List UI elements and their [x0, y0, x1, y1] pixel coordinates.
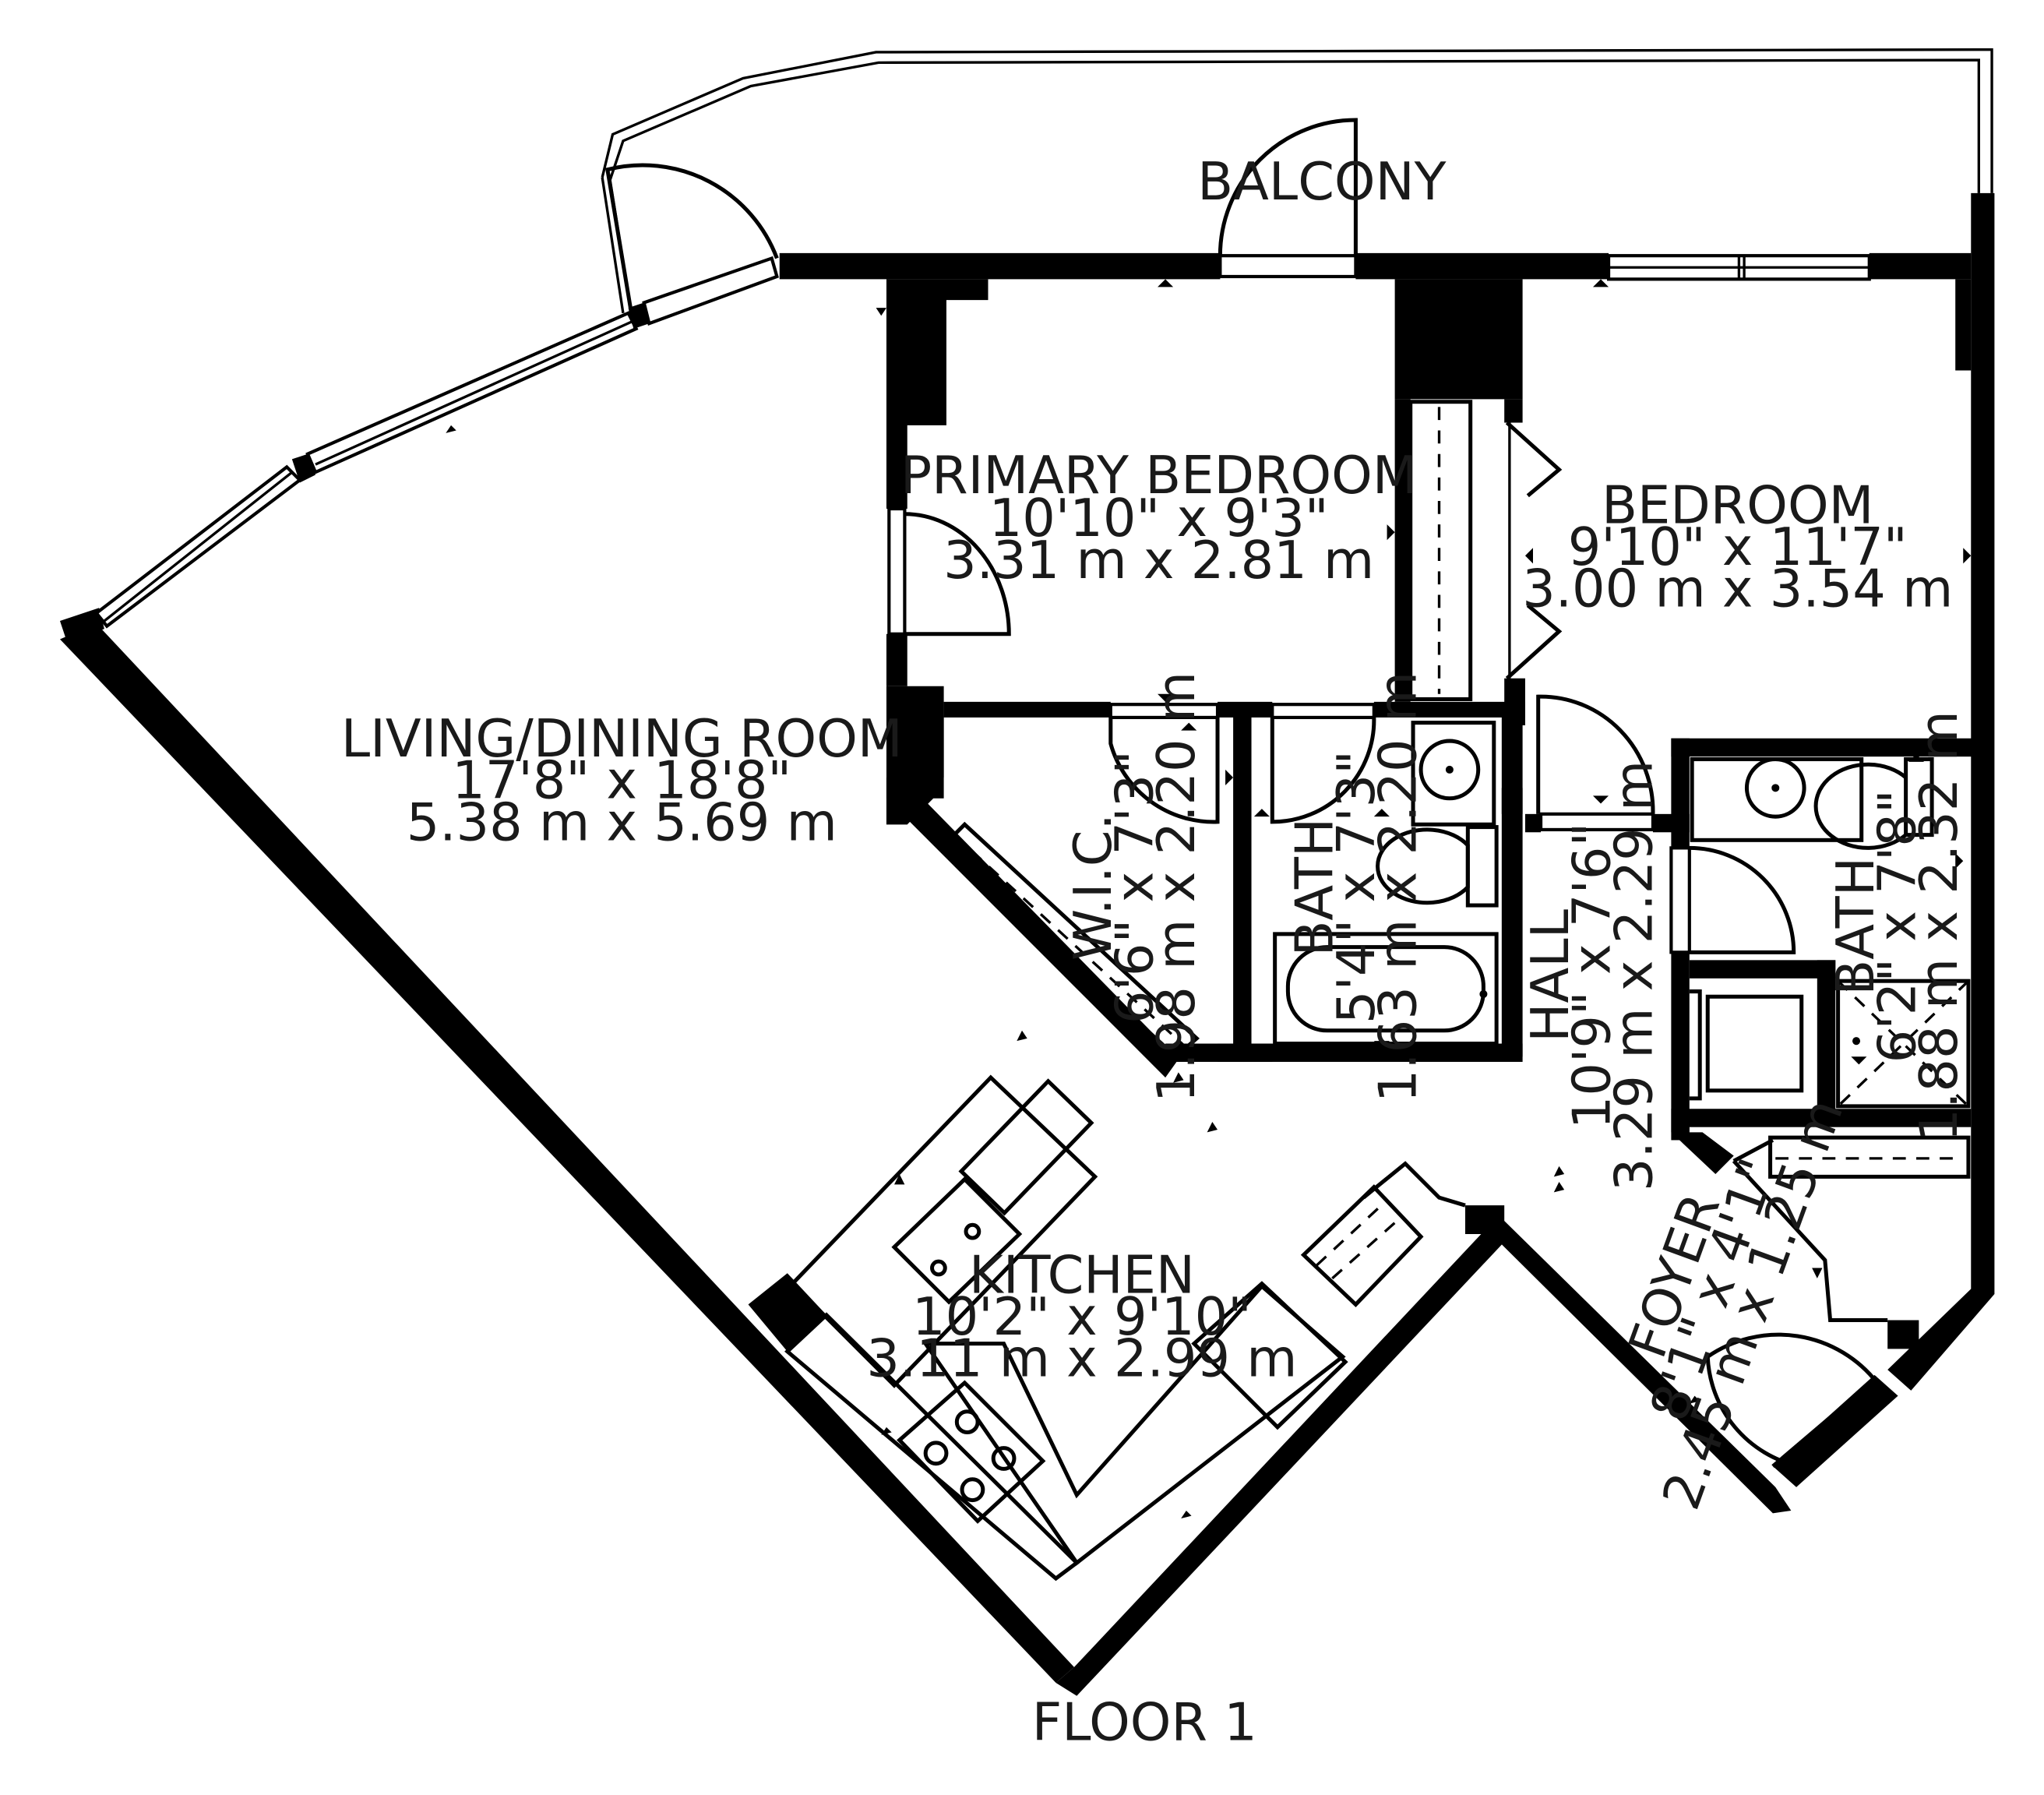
primary-bedroom-imperial: 10'10" x 9'3"	[989, 488, 1329, 548]
bath1-metric: 1.63 m x 2.20 m	[1367, 672, 1428, 1102]
exterior-walls	[59, 192, 1995, 1696]
bath2-metric: 1.88 m x 2.32 m	[1908, 711, 1969, 1141]
bath2-imperial: 6'2" x 7'8"	[1866, 789, 1927, 1063]
wic-imperial: 6'6" x 7'3"	[1104, 750, 1165, 1024]
bedroom-metric: 3.00 m x 3.54 m	[1522, 559, 1953, 619]
primary-bedroom-metric: 3.31 m x 2.81 m	[943, 530, 1374, 591]
wic-name: W.I.C.	[1063, 813, 1123, 961]
kitchen-imperial: 10'2" x 9'10"	[912, 1286, 1252, 1347]
bath1-label-group: BATH 5'4" x 7'3" 1.63 m x 2.20 m	[1284, 672, 1428, 1102]
living-room-windows	[93, 256, 779, 629]
balcony-door	[604, 118, 1358, 311]
hall-name: HALL	[1520, 909, 1581, 1042]
living-name: LIVING/DINING ROOM	[341, 708, 903, 769]
bath1-name: BATH	[1284, 818, 1344, 957]
wic-metric: 1.98 m x 2.20 m	[1146, 672, 1207, 1102]
room-labels: BALCONY PRIMARY BEDROOM 10'10" x 9'3" 3.…	[341, 151, 1969, 1753]
hall-imperial: 10'9" x 7'6"	[1562, 823, 1623, 1130]
bedroom-window	[1606, 254, 1871, 281]
kitchen-metric: 3.11 m x 2.99 m	[866, 1328, 1297, 1388]
bath2-fixtures	[1690, 757, 1971, 1109]
hall-metric: 3.29 m x 2.29 m	[1603, 760, 1664, 1191]
bath1-imperial: 5'4" x 7'3"	[1326, 750, 1387, 1024]
bedroom-name: BEDROOM	[1602, 474, 1873, 535]
floor-label: FLOOR 1	[1032, 1692, 1257, 1753]
bath2-name: BATH	[1825, 857, 1886, 996]
kitchen-name: KITCHEN	[969, 1244, 1195, 1305]
primary-bedroom-name: PRIMARY BEDROOM	[900, 445, 1418, 506]
laundry-closet	[1689, 989, 1804, 1101]
kitchen-fixtures	[784, 1074, 1348, 1582]
bedroom-imperial: 9'10" x 11'7"	[1568, 517, 1908, 577]
hall-label-group: HALL 10'9" x 7'6" 3.29 m x 2.29 m	[1520, 760, 1664, 1191]
living-imperial: 17'8" x 18'8"	[452, 750, 791, 811]
wic-label-group: W.I.C. 6'6" x 7'3" 1.98 m x 2.20 m	[1063, 672, 1207, 1102]
interior-doors	[887, 421, 1879, 1469]
closets	[940, 400, 1971, 1323]
bath2-label-group: BATH 6'2" x 7'8" 1.88 m x 2.32 m	[1825, 711, 1969, 1141]
interior-walls	[886, 279, 1979, 1174]
living-metric: 5.38 m x 5.69 m	[407, 792, 837, 852]
bath1-fixtures	[1273, 721, 1499, 1046]
balcony-label: BALCONY	[1197, 151, 1447, 212]
